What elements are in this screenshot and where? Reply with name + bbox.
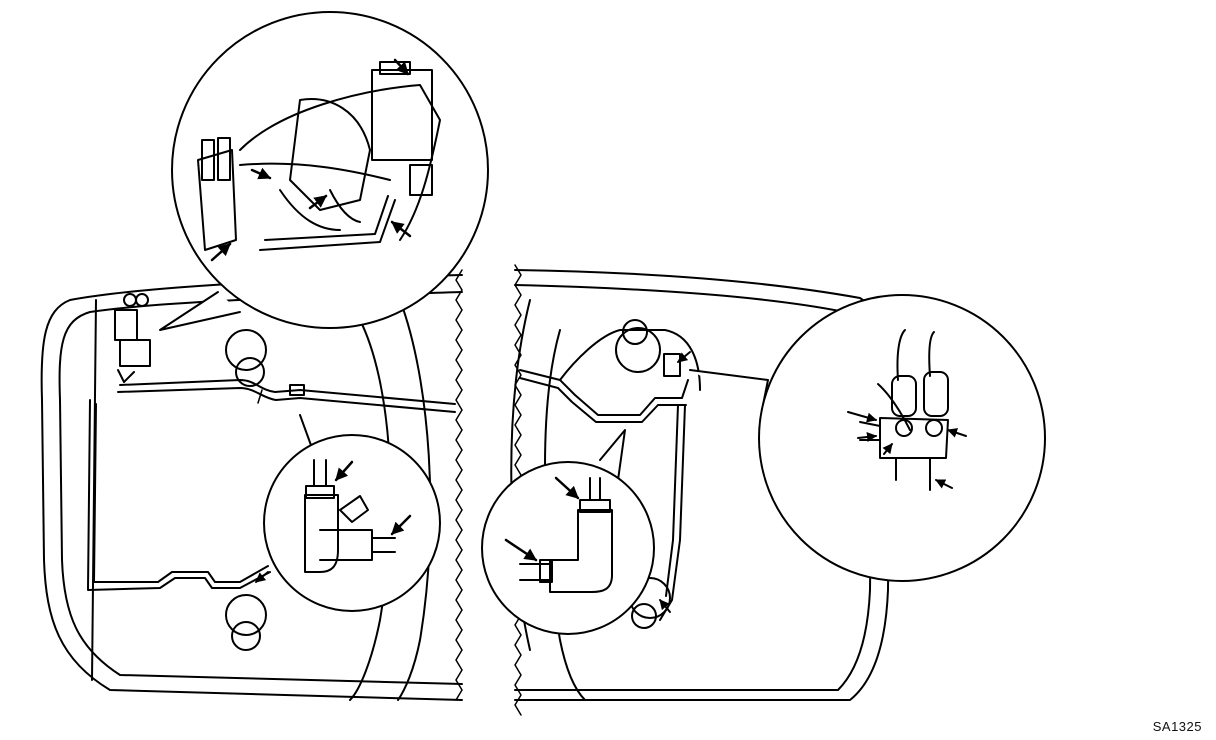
arrow-icon: [947, 428, 967, 438]
arrow-icon: [847, 411, 877, 423]
arrow-icon: [308, 194, 328, 210]
left-brake-chambers: [225, 329, 267, 651]
left-master-cylinder: [114, 293, 151, 383]
master-cylinder-callout: [159, 11, 489, 331]
arrow-icon: [857, 432, 877, 442]
arrow-icon: [210, 242, 232, 262]
figure-reference-code: SA1325: [1152, 719, 1202, 734]
arrow-icon: [250, 167, 272, 180]
arrow-icon: [393, 58, 410, 76]
right-elbow-callout: [481, 351, 691, 635]
arrow-icon: [255, 571, 269, 583]
arrow-icon: [554, 476, 580, 500]
arrow-icon: [334, 460, 354, 482]
left-elbow-callout: [255, 389, 441, 612]
arrow-icon: [390, 514, 412, 536]
arrow-icon: [677, 351, 691, 363]
arrow-icon: [935, 479, 953, 489]
arrow-icon: [659, 599, 671, 613]
right-brake-lines: [519, 329, 701, 621]
left-brake-lines: [87, 379, 456, 591]
valve-callout: [689, 294, 1046, 582]
arrow-icon: [882, 443, 893, 455]
arrow-icon: [504, 538, 538, 562]
master-cylinder-arrows: [210, 58, 412, 262]
arrow-icon: [390, 220, 412, 238]
